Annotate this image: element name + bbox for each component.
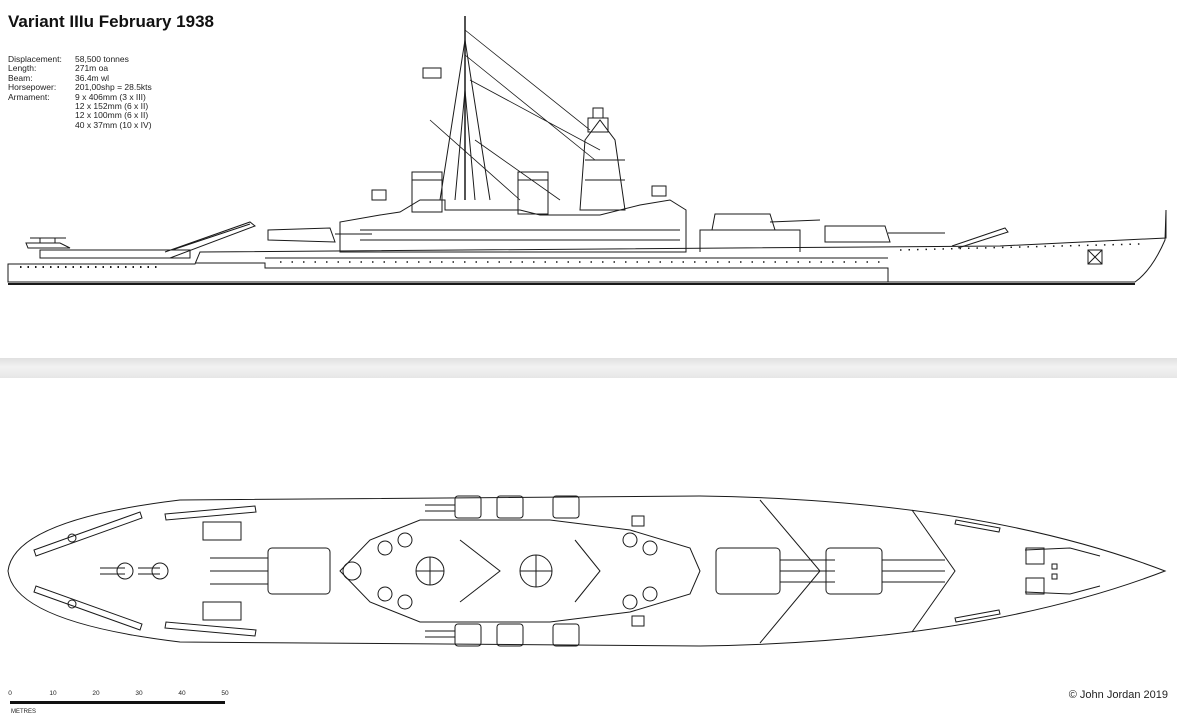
forward-tower bbox=[579, 119, 626, 211]
turret-a bbox=[824, 225, 891, 243]
hull-profile bbox=[7, 209, 1167, 283]
windlass-port bbox=[1025, 547, 1045, 565]
forward-crane bbox=[951, 227, 1009, 249]
plan-view bbox=[7, 495, 1167, 647]
scale-bar-line bbox=[10, 701, 225, 704]
forward-director bbox=[651, 185, 667, 197]
spec-armament: Armament: 9 x 406mm (3 x III) 12 x 152mm… bbox=[8, 91, 152, 131]
spec-horsepower: Horsepower: 201,00shp = 28.5kts bbox=[8, 82, 152, 93]
view-separator bbox=[0, 358, 1177, 378]
spec-value: 12 x 152mm (6 x II) bbox=[75, 101, 149, 112]
catapult-port bbox=[33, 511, 143, 557]
scale-tick-label: 30 bbox=[135, 690, 143, 697]
armour-belt bbox=[195, 262, 889, 282]
aft-director bbox=[371, 189, 387, 201]
forward-funnel bbox=[411, 171, 443, 213]
anchor-chain-starboard bbox=[1024, 585, 1101, 595]
secondary-turret bbox=[496, 495, 524, 519]
scale-tick-label: 40 bbox=[178, 690, 186, 697]
turret-b bbox=[711, 213, 776, 231]
aft-deck-rail bbox=[39, 249, 191, 259]
copyright-notice: © John Jordan 2019 bbox=[1068, 689, 1168, 701]
spec-label: Horsepower: bbox=[8, 82, 57, 93]
hangar-port bbox=[202, 521, 242, 541]
forward-crane-port bbox=[954, 519, 1001, 533]
scale-bar: 0 10 20 30 40 50 METRES bbox=[8, 690, 238, 718]
spec-beam: Beam: 36.4m wl bbox=[8, 72, 152, 83]
superstructure-plan bbox=[339, 519, 701, 623]
scale-tick-label: 50 bbox=[221, 690, 229, 697]
secondary-turret bbox=[552, 495, 580, 519]
spec-label: Beam: bbox=[8, 72, 33, 83]
spec-value: 9 x 406mm (3 x III) bbox=[75, 91, 146, 102]
aft-turret bbox=[267, 227, 336, 243]
spec-displacement: Displacement: 58,500 tonnes bbox=[8, 54, 152, 64]
aa-mount-aft-2 bbox=[151, 562, 169, 580]
spec-label: Displacement: bbox=[8, 54, 62, 64]
seaplane-icon bbox=[25, 242, 71, 249]
aft-crane bbox=[164, 221, 256, 259]
hull-plan bbox=[7, 495, 1167, 647]
catapult-starboard bbox=[33, 585, 143, 631]
secondary-turret bbox=[454, 623, 482, 647]
turret-x bbox=[267, 547, 331, 595]
aft-funnel bbox=[517, 171, 549, 215]
spec-length: Length: 271m oa bbox=[8, 63, 152, 74]
spec-value: 271m oa bbox=[75, 63, 109, 74]
forward-crane-starboard bbox=[954, 609, 1001, 623]
spec-value: 12 x 100mm (6 x II) bbox=[75, 110, 149, 121]
secondary-turret bbox=[454, 495, 482, 519]
hangar-starboard bbox=[202, 601, 242, 621]
spec-value: 58,500 tonnes bbox=[75, 54, 129, 64]
spec-label: Armament: bbox=[8, 91, 50, 102]
aft-crane-port bbox=[164, 505, 257, 521]
specifications-block: Displacement: 58,500 tonnes Length: 271m… bbox=[8, 54, 152, 131]
scale-tick-label: 0 bbox=[8, 690, 12, 697]
scale-unit: METRES bbox=[11, 709, 37, 715]
drawing-title: Variant IIIu February 1938 bbox=[8, 12, 214, 31]
flag-icon bbox=[422, 67, 442, 79]
spec-value: 36.4m wl bbox=[75, 72, 110, 83]
turret-b-plan bbox=[715, 547, 781, 595]
secondary-turret bbox=[496, 623, 524, 647]
side-profile bbox=[7, 16, 1167, 285]
anchor-icon bbox=[1087, 249, 1103, 265]
scale-tick-label: 10 bbox=[49, 690, 57, 697]
forecastle-break-fwd bbox=[911, 509, 956, 633]
aa-mount-aft-1 bbox=[116, 562, 134, 580]
superstructure bbox=[339, 199, 687, 253]
scale-tick-label: 20 bbox=[92, 690, 100, 697]
anchor-chain-port bbox=[1024, 547, 1101, 557]
spec-label: Length: bbox=[8, 63, 37, 74]
windlass-starboard bbox=[1025, 577, 1045, 595]
spec-value: 40 x 37mm (10 x IV) bbox=[75, 119, 152, 130]
secondary-turret bbox=[552, 623, 580, 647]
rigging bbox=[429, 29, 601, 201]
spec-value: 201,00shp = 28.5kts bbox=[75, 82, 152, 93]
aft-crane-starboard bbox=[164, 621, 257, 637]
